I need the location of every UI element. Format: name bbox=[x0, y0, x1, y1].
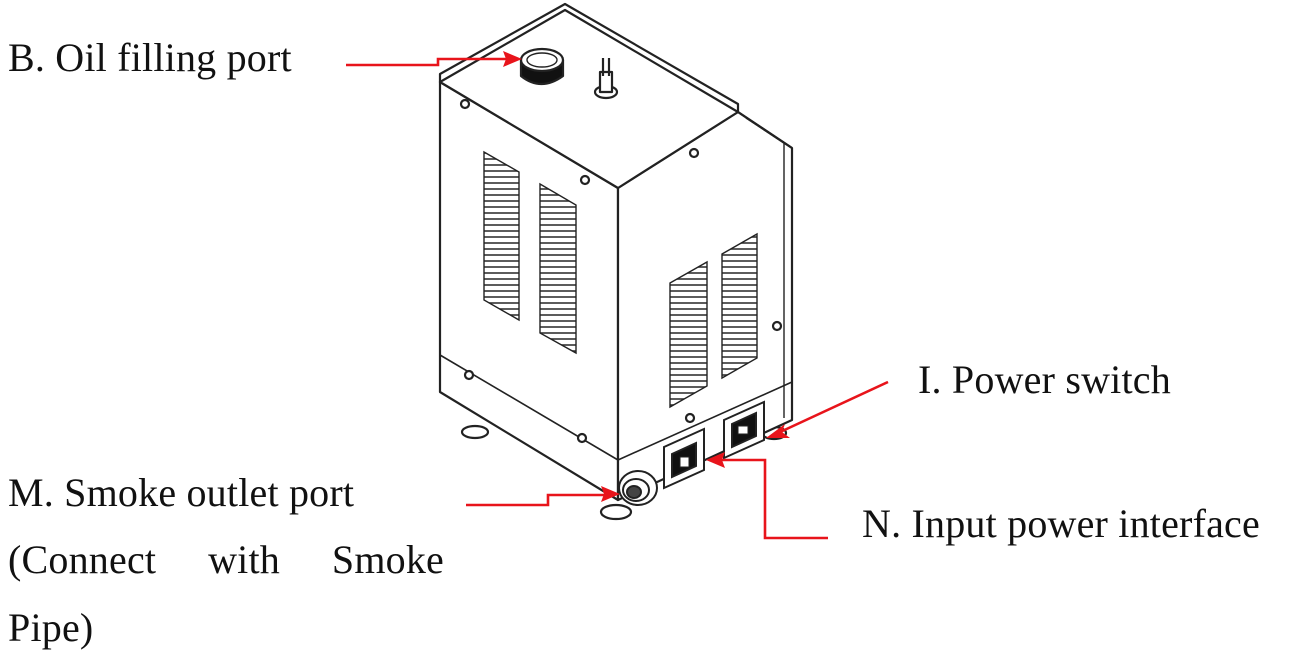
smoke-outlet-note-line-end: Pipe) bbox=[8, 605, 94, 650]
foot-front bbox=[599, 503, 633, 521]
smoke-outlet-note-line: (Connect with Smoke bbox=[8, 540, 444, 580]
vent-front-1 bbox=[669, 260, 708, 409]
vent-left-2 bbox=[539, 182, 577, 355]
smoke-outlet-note-word: with bbox=[208, 537, 281, 582]
smoke-outlet bbox=[618, 470, 658, 506]
top-nozzle bbox=[593, 58, 619, 100]
power-switch-label: I. Power switch bbox=[918, 357, 1171, 402]
input-power-socket bbox=[663, 427, 705, 490]
arrow-smoke-outlet bbox=[466, 493, 606, 507]
vent-grilles bbox=[483, 150, 758, 409]
vent-left-1 bbox=[483, 150, 520, 322]
arrow-oil-filling-port bbox=[346, 57, 508, 67]
smoke-outlet-note-word: (Connect bbox=[8, 537, 157, 582]
front-chamfer-inner bbox=[745, 117, 785, 418]
front-lower-band bbox=[617, 381, 793, 461]
smoke-outlet-port-label: M. Smoke outlet port bbox=[8, 470, 355, 515]
arrow-power-switch bbox=[777, 380, 889, 435]
callout-arrows bbox=[346, 51, 889, 540]
top-edge bbox=[438, 2, 740, 112]
vent-front-2 bbox=[721, 232, 758, 380]
oil-filling-port-label: B. Oil filling port bbox=[8, 35, 292, 80]
power-switch bbox=[723, 400, 765, 460]
smoke-outlet-note-word: Smoke bbox=[331, 537, 444, 582]
arrow-input-power bbox=[720, 458, 828, 540]
front-connectors bbox=[618, 400, 765, 506]
foot-left bbox=[460, 424, 490, 440]
input-power-interface-label: N. Input power interface bbox=[862, 501, 1260, 546]
oil-cap bbox=[519, 47, 565, 86]
